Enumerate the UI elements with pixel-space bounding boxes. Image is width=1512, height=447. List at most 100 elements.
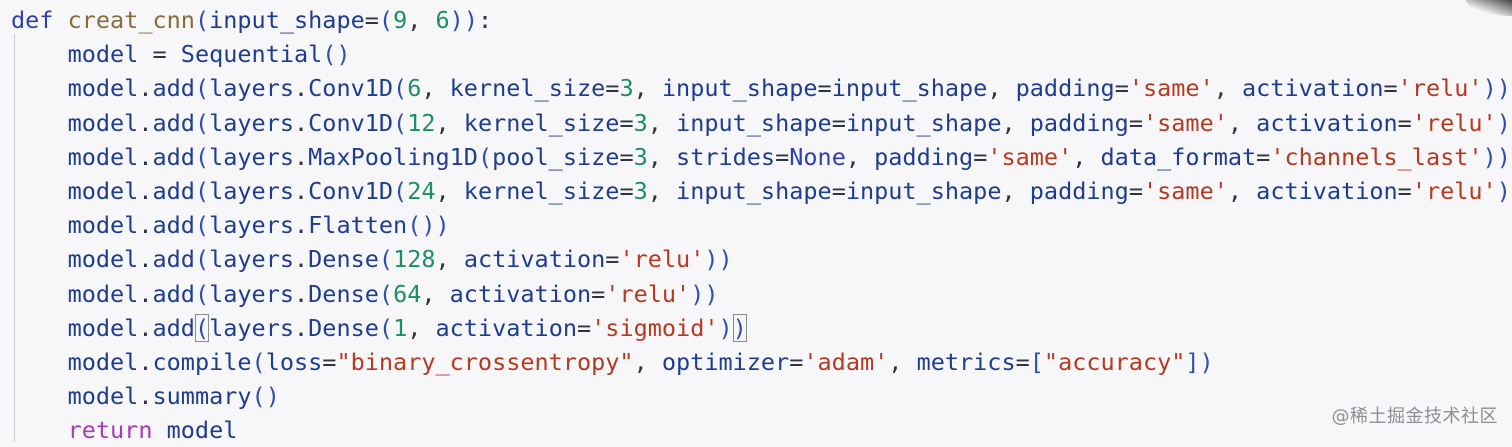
code-token: . — [138, 142, 153, 171]
code-line[interactable]: model.add(layers.Conv1D(24, kernel_size=… — [11, 174, 1512, 208]
code-token: padding — [874, 142, 974, 171]
code-token: ( — [378, 245, 394, 274]
code-token: input_shape — [845, 108, 1002, 137]
code-token: . — [294, 74, 309, 103]
code-token: . — [138, 211, 153, 240]
code-token: optimizer — [661, 347, 790, 376]
code-token: "binary_crossentropy" — [336, 347, 634, 376]
code-token: activation — [463, 245, 606, 274]
code-line[interactable]: def creat_cnn(input_shape=(9, 6)): — [11, 3, 1512, 37]
code-token: 6 — [435, 6, 450, 34]
code-token: , — [633, 74, 662, 103]
code-token: () — [251, 382, 280, 411]
code-token: = — [322, 347, 337, 376]
code-token: ) — [718, 313, 733, 342]
code-token: 'sigmoid' — [591, 313, 719, 342]
code-token — [11, 109, 68, 137]
code-token: Conv1D — [308, 108, 394, 137]
code-token: [ — [1029, 347, 1044, 376]
code-token: ( — [194, 279, 210, 308]
code-token: model — [67, 176, 139, 205]
code-token: , — [633, 347, 662, 376]
code-token: , — [1213, 74, 1243, 103]
code-token: layers — [209, 211, 294, 240]
code-token: layers — [209, 245, 294, 274]
code-token: activation — [1256, 108, 1398, 137]
code-token: , — [987, 74, 1016, 103]
code-token: = — [775, 142, 790, 171]
code-token: kernel_size — [463, 108, 620, 137]
code-token: = — [605, 74, 620, 103]
code-line[interactable]: model.add(layers.Conv1D(12, kernel_size=… — [11, 106, 1512, 140]
code-token — [11, 74, 68, 102]
code-token: ( — [194, 176, 210, 205]
code-line[interactable]: return model — [11, 413, 1512, 447]
code-token: = — [1015, 347, 1030, 376]
code-token: 1 — [393, 313, 408, 342]
code-token: add — [152, 176, 195, 205]
code-token: = — [619, 142, 634, 171]
code-token: )) — [1496, 176, 1512, 205]
code-token: metrics — [916, 347, 1016, 376]
code-token: = — [1128, 108, 1143, 137]
code-token: "accuracy" — [1043, 347, 1186, 376]
code-token: . — [138, 176, 153, 205]
code-token: add — [152, 211, 195, 240]
code-token: layers — [209, 74, 294, 103]
code-token: data_format — [1100, 142, 1257, 171]
code-token: )) — [704, 245, 733, 274]
code-token: 'relu' — [1411, 108, 1497, 137]
code-token: , — [421, 74, 450, 103]
code-line[interactable]: model.add(layers.Dense(1, activation='si… — [11, 311, 1512, 345]
code-token — [11, 348, 68, 376]
code-token — [152, 416, 166, 444]
code-line[interactable]: model.summary() — [11, 379, 1512, 413]
code-token: activation — [1256, 176, 1398, 205]
code-line[interactable]: model = Sequential() — [11, 37, 1512, 71]
code-token: input_shape — [676, 108, 832, 137]
code-token: , — [647, 108, 677, 137]
code-token — [11, 40, 68, 68]
code-token: ( — [378, 279, 394, 308]
code-token: layers — [209, 108, 294, 137]
code-token: ( — [393, 176, 408, 205]
code-token: input_shape — [209, 6, 365, 34]
code-token: , — [435, 108, 464, 137]
code-token: = — [619, 176, 634, 205]
code-token: ( — [194, 245, 210, 274]
code-token: ( — [194, 108, 210, 137]
code-token: input_shape — [676, 176, 832, 205]
code-token: = — [1256, 142, 1271, 171]
code-token: = — [605, 245, 620, 274]
code-token: None — [789, 142, 846, 171]
code-token: ( — [378, 6, 394, 34]
code-token: ) — [449, 6, 464, 34]
code-token: kernel_size — [449, 74, 606, 103]
code-token — [11, 143, 68, 171]
code-token: Conv1D — [308, 176, 394, 205]
code-token: Dense — [308, 313, 379, 342]
code-token: padding — [1015, 74, 1115, 103]
code-token: model — [67, 108, 139, 137]
code-token: ( — [393, 108, 408, 137]
code-token: . — [294, 279, 309, 308]
code-token: creat_cnn — [67, 6, 195, 34]
code-token: padding — [1029, 108, 1129, 137]
code-token: input_shape — [845, 176, 1002, 205]
code-line[interactable]: model.add(layers.Conv1D(6, kernel_size=3… — [11, 71, 1512, 105]
code-line[interactable]: model.compile(loss="binary_crossentropy"… — [11, 345, 1512, 379]
code-token: 'relu' — [1397, 74, 1483, 103]
code-token: = — [817, 74, 832, 103]
code-line[interactable]: model.add(layers.Dense(64, activation='r… — [11, 277, 1512, 311]
code-token: )) — [1482, 74, 1511, 103]
code-token: , — [435, 176, 464, 205]
code-token: = — [1397, 176, 1412, 205]
code-token: layers — [209, 313, 294, 342]
code-token: ]) — [1185, 347, 1214, 376]
code-token: . — [294, 176, 309, 205]
code-line[interactable]: model.add(layers.Dense(128, activation='… — [11, 242, 1512, 276]
code-line[interactable]: model.add(layers.MaxPooling1D(pool_size=… — [11, 140, 1512, 174]
code-line[interactable]: model.add(layers.Flatten()) — [11, 208, 1512, 242]
code-block[interactable]: def creat_cnn(input_shape=(9, 6)): model… — [11, 3, 1512, 447]
